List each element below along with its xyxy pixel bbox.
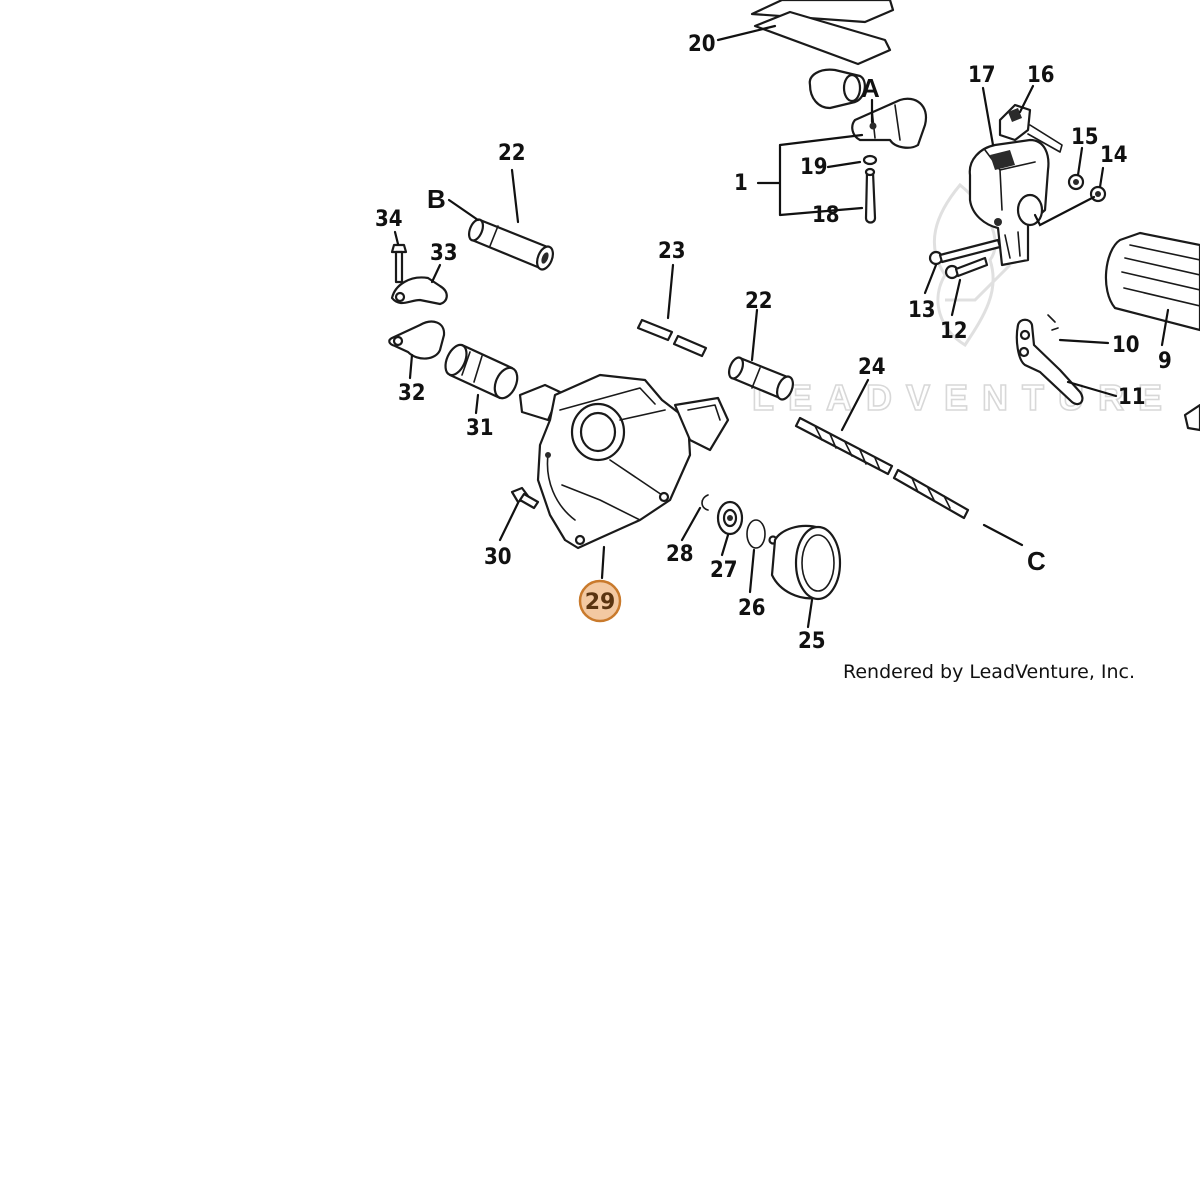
ref-letter-a: A — [861, 73, 880, 103]
part-13-screw — [928, 238, 1002, 266]
callouts: 20 1 19 18 17 16 15 14 13 12 9 10 11 22 … — [375, 32, 1172, 654]
callout-13: 13 — [908, 298, 936, 323]
callout-11: 11 — [1118, 385, 1146, 410]
callout-22-upper: 22 — [498, 141, 526, 166]
callout-18: 18 — [812, 203, 840, 228]
part-11-throttle-lever — [1015, 318, 1084, 406]
highlight-circle[interactable] — [578, 579, 622, 623]
part-29-housing — [518, 373, 730, 550]
leader-lines — [393, 24, 1170, 629]
callout-25: 25 — [798, 629, 826, 654]
callout-10: 10 — [1112, 333, 1140, 358]
part-12-screw — [944, 256, 989, 280]
callout-24: 24 — [858, 355, 886, 380]
part-28-snap-ring — [701, 494, 709, 511]
watermark-text: LEADVENTURE — [752, 377, 1176, 418]
callout-29-highlight[interactable]: 29 — [578, 579, 622, 623]
callout-29[interactable]: 29 — [585, 590, 616, 615]
callout-14: 14 — [1100, 143, 1128, 168]
part-23-pin — [636, 318, 708, 358]
part-33-clamp-upper — [390, 276, 448, 306]
part-32-clamp-lower — [388, 320, 446, 360]
part-20-gasket — [750, 0, 895, 66]
callout-1: 1 — [734, 171, 748, 196]
callout-27: 27 — [710, 558, 738, 583]
part-27-bearing — [716, 500, 744, 536]
part-10-spring — [1047, 314, 1059, 331]
part-9-grip — [1104, 231, 1200, 332]
callout-20: 20 — [688, 32, 716, 57]
part-26-snap-ring — [746, 519, 778, 549]
callout-12: 12 — [940, 319, 968, 344]
part-24-drive-shaft — [794, 416, 970, 520]
reference-letters: A B C — [427, 73, 1046, 576]
callout-33: 33 — [430, 241, 458, 266]
callout-9: 9 — [1158, 349, 1172, 374]
ref-letter-c: C — [1027, 546, 1046, 576]
part-25-drum — [770, 524, 842, 601]
part-16-switch — [998, 103, 1063, 153]
callout-15: 15 — [1071, 125, 1099, 150]
callout-32: 32 — [398, 381, 426, 406]
callout-23: 23 — [658, 239, 686, 264]
part-edge-fragment — [1183, 403, 1200, 432]
callout-30: 30 — [484, 545, 512, 570]
callout-19: 19 — [800, 155, 828, 180]
part-15-nut — [1067, 173, 1085, 191]
callout-31: 31 — [466, 416, 494, 441]
callout-34: 34 — [375, 207, 403, 232]
part-31-sleeve — [444, 343, 519, 400]
callout-26: 26 — [738, 596, 766, 621]
part-30-bolt — [510, 486, 540, 510]
render-credit: Rendered by LeadVenture, Inc. — [843, 661, 1135, 683]
part-1-bracket — [808, 68, 928, 224]
callout-28: 28 — [666, 542, 694, 567]
callout-22-lower: 22 — [745, 289, 773, 314]
part-14-nut — [1089, 185, 1107, 203]
part-22-bushing-upper — [467, 218, 554, 271]
callout-17: 17 — [968, 63, 996, 88]
ref-letter-b: B — [427, 184, 446, 214]
part-34-bolt — [390, 243, 408, 284]
watermark: LEADVENTURE — [751, 182, 1176, 419]
callout-16: 16 — [1027, 63, 1055, 88]
part-22-bushing-lower — [727, 356, 794, 401]
